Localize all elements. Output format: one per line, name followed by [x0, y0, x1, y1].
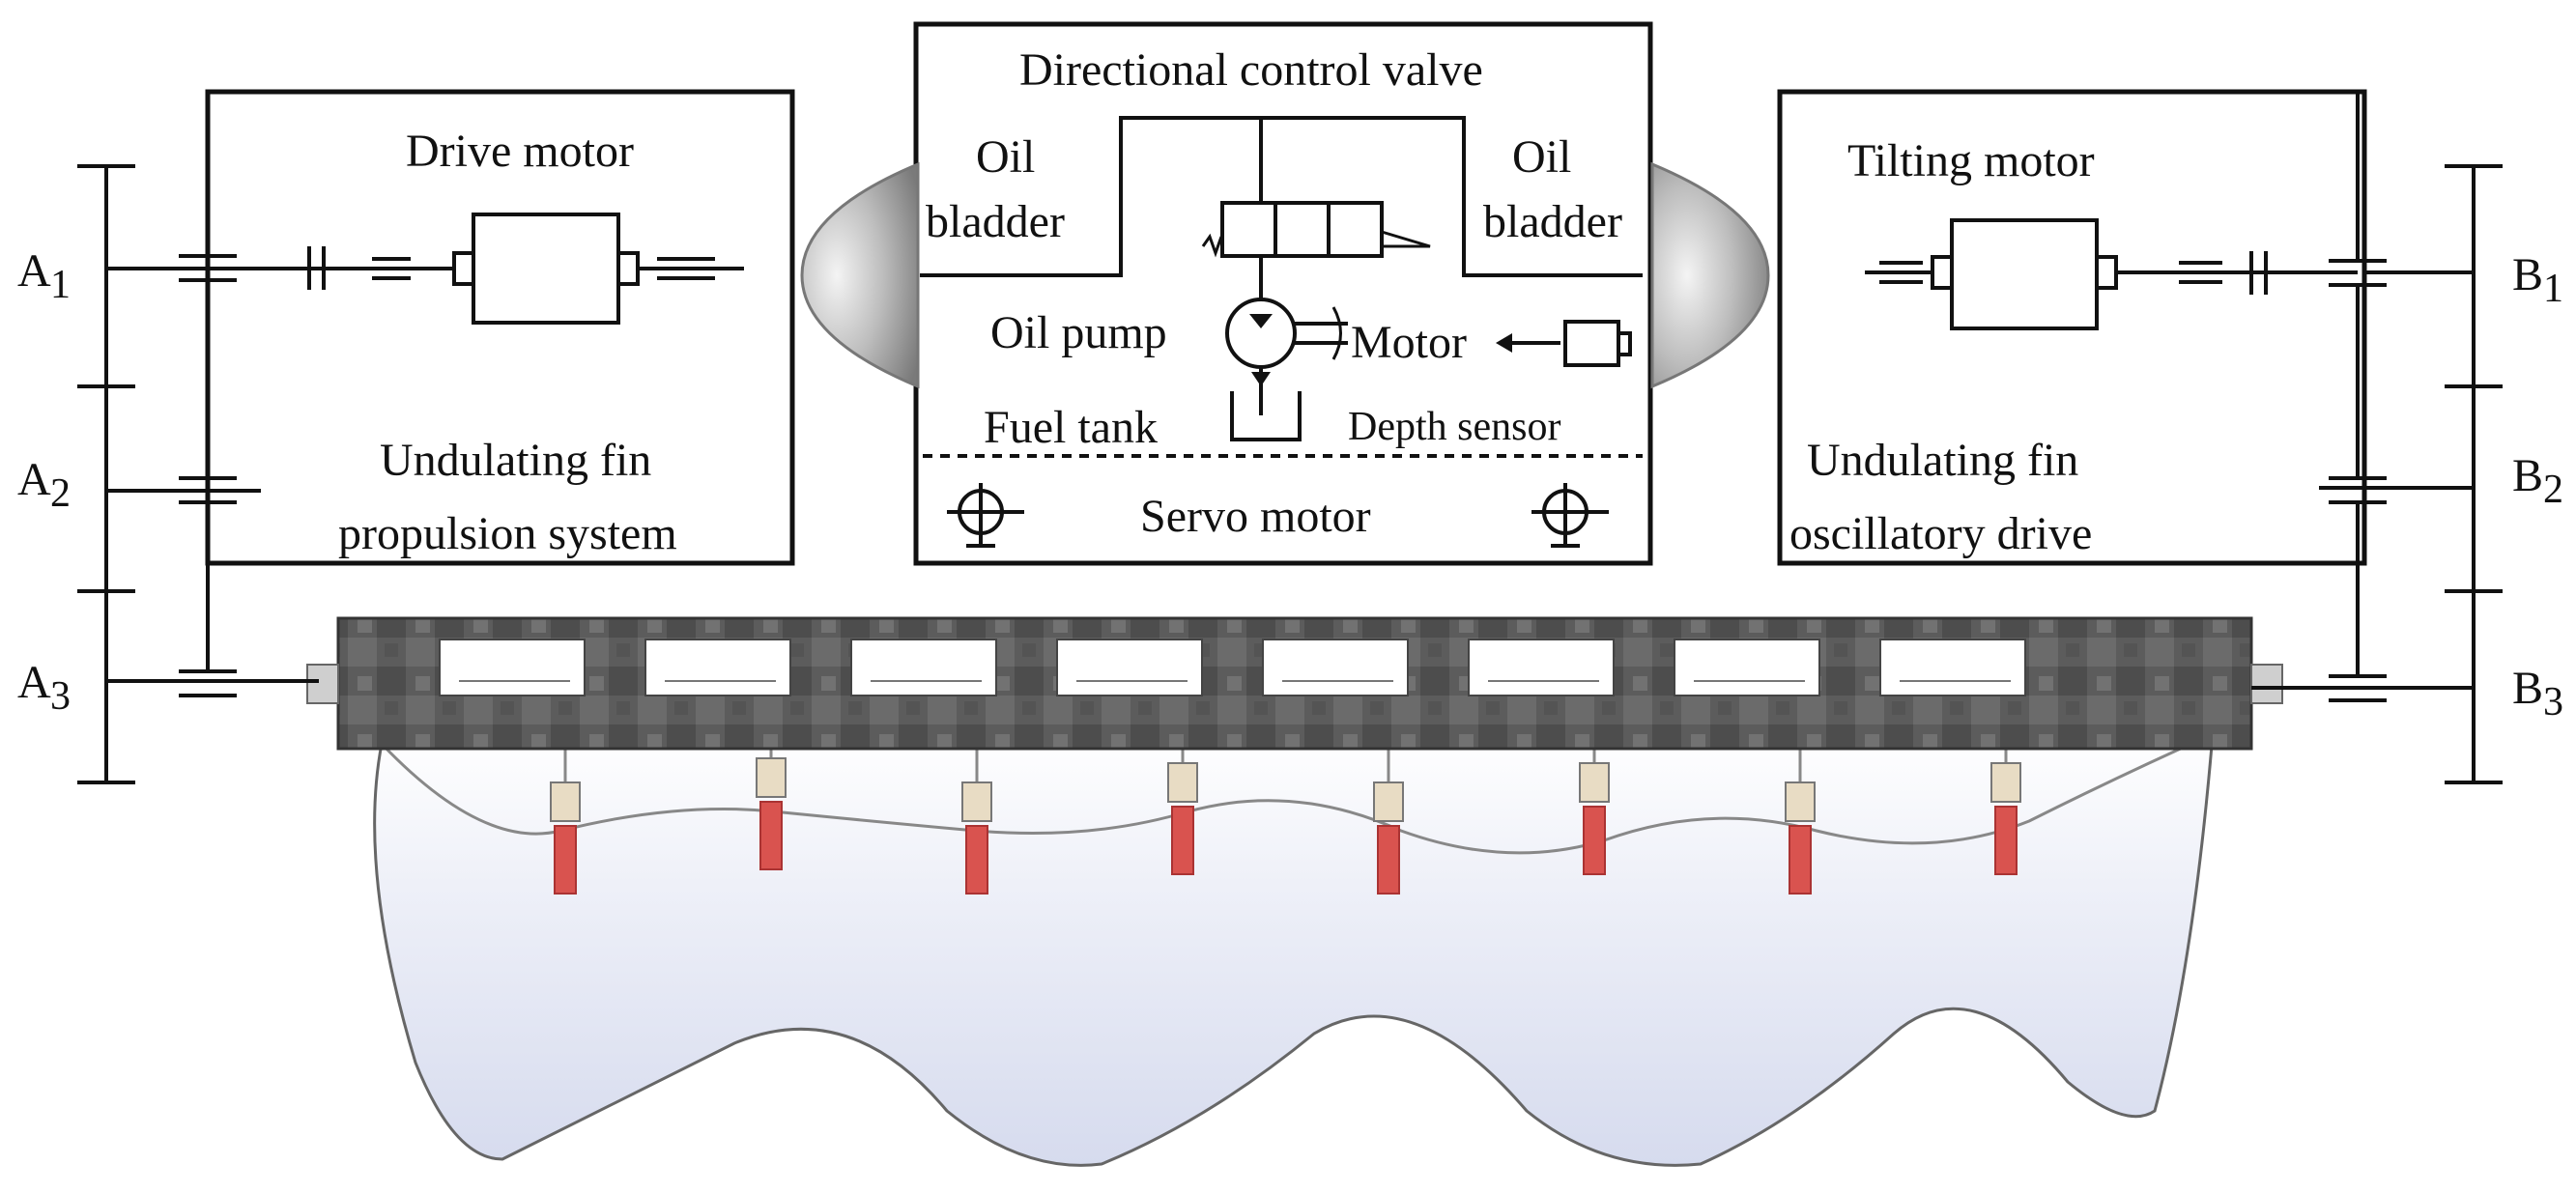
svg-text:3: 3 [2543, 680, 2563, 724]
right-system-line1: Undulating fin [1807, 435, 2078, 486]
fin-ray-bar [1789, 825, 1812, 895]
gear-label-b3: B 3 [2512, 663, 2563, 724]
svg-text:A: A [17, 657, 51, 708]
right-system-line2: oscillatory drive [1789, 508, 2092, 559]
fin-ray-bar [1171, 806, 1194, 875]
fuel-tank-symbol [1230, 391, 1302, 441]
fin-ray-bar [1994, 806, 2018, 875]
frame-window [1674, 639, 1820, 696]
center-panel-box [913, 21, 1653, 566]
right-panel: Tilting motor Undulating fin oscillatory… [1777, 89, 2563, 784]
fin-ray-head [961, 781, 992, 822]
svg-text:3: 3 [50, 674, 71, 719]
oil-bladder-left [800, 161, 920, 389]
oil-left-line2: bladder [926, 196, 1065, 247]
gear-label-a2: A 2 [17, 454, 71, 516]
frame-window [1262, 639, 1409, 696]
oil-right-line2: bladder [1483, 196, 1622, 247]
fin-ray-bar [554, 825, 577, 895]
left-system-line1: Undulating fin [380, 435, 651, 486]
fin-leading-edge [380, 732, 2214, 855]
frame-window [644, 639, 791, 696]
depth-sensor-label: Depth sensor [1348, 405, 1560, 449]
gear-label-b2: B 2 [2512, 450, 2563, 512]
fin-ray-head [1785, 781, 1816, 822]
fin-ray-head [1990, 762, 2021, 803]
svg-text:1: 1 [50, 263, 71, 307]
drive-motor-label: Drive motor [406, 126, 634, 177]
svg-text:2: 2 [50, 471, 71, 516]
tilting-motor-body [1950, 218, 2099, 330]
center-motor-body [1563, 320, 1620, 367]
fuel-tank-label: Fuel tank [984, 402, 1158, 453]
fin-ray-bar [1377, 825, 1400, 895]
frame-window [1468, 639, 1615, 696]
svg-text:A: A [17, 245, 51, 297]
fin-ray-bar [1583, 806, 1606, 875]
svg-text:B: B [2512, 663, 2543, 714]
servo-motor-right [1531, 483, 1609, 548]
frame-window [1056, 639, 1203, 696]
gear-label-a1: A 1 [17, 245, 71, 307]
svg-text:A: A [17, 454, 51, 505]
oil-right-line1: Oil [1512, 131, 1571, 183]
left-panel-box [205, 89, 795, 566]
fin-ray-head [550, 781, 581, 822]
oil-left-line1: Oil [976, 131, 1035, 183]
center-motor-label: Motor [1351, 317, 1467, 368]
frame-end-right [2250, 664, 2283, 704]
left-system-line2: propulsion system [338, 508, 677, 559]
fin-ray-bar [759, 801, 783, 870]
fin-ray-head [1167, 762, 1198, 803]
undulating-fin [373, 732, 2215, 1167]
carbon-frame [306, 616, 2283, 751]
fin-ray-head [756, 757, 787, 798]
svg-text:B: B [2512, 249, 2543, 300]
fin-rays [550, 749, 2021, 895]
gear-label-b1: B 1 [2512, 249, 2563, 311]
tilting-motor-label: Tilting motor [1847, 135, 2095, 186]
fin-ray-head [1579, 762, 1610, 803]
servo-motor-left [947, 483, 1024, 548]
svg-text:B: B [2512, 450, 2543, 501]
frame-window [439, 639, 586, 696]
svg-text:2: 2 [2543, 468, 2563, 512]
oil-pump-label: Oil pump [990, 307, 1167, 358]
fin-membrane [373, 732, 2215, 1167]
valve-label: Directional control valve [1019, 44, 1483, 96]
gear-label-a3: A 3 [17, 657, 71, 719]
drive-motor-body [472, 213, 620, 325]
left-panel: Drive motor Undulating fin propulsion sy… [17, 89, 795, 784]
servo-motor-label: Servo motor [1140, 491, 1371, 542]
frame-end-left [306, 664, 339, 704]
frame-windows [439, 639, 2026, 696]
fin-ray-head [1373, 781, 1404, 822]
center-panel: Directional control valve Oil bladder Oi… [913, 21, 1653, 566]
svg-text:1: 1 [2543, 267, 2563, 311]
oil-bladder-right [1650, 161, 1770, 389]
frame-window [1879, 639, 2026, 696]
frame-window [850, 639, 997, 696]
valve-body [1220, 201, 1384, 258]
oil-pump-symbol [1225, 298, 1297, 369]
fin-ray-bar [965, 825, 988, 895]
